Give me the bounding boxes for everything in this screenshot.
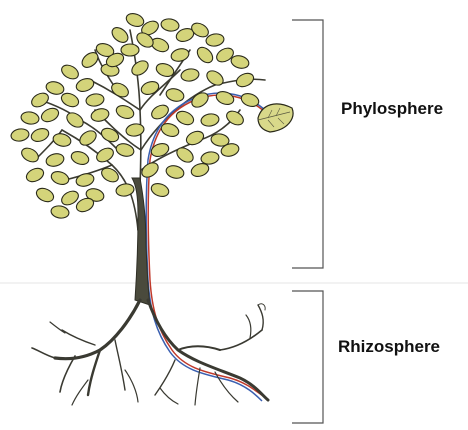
canopy-leaf [180,68,200,83]
canopy-leaf [29,90,51,109]
canopy-leaf [214,89,235,106]
canopy-leaf [165,87,185,103]
canopy-leaf [10,128,30,143]
canopy-leaf [204,68,226,88]
canopy-leaf [19,145,41,164]
canopy-leaf [39,106,60,124]
canopy-leaf [34,186,55,204]
rhizosphere-label: Rhizosphere [338,337,440,357]
canopy-leaf [230,54,250,70]
phylosphere-label: Phylosphere [341,99,443,119]
canopy-leaf [234,71,255,89]
vessel-red [148,95,270,398]
canopy-leaf [121,44,139,56]
canopy-leaf [29,126,50,143]
canopy-leaf [170,47,190,63]
canopy-leaf [75,172,95,188]
canopy-leaf [174,109,195,127]
canopy-leaf [160,18,180,33]
canopy-leaf [45,152,65,168]
canopy-leaf [85,93,105,108]
canopy-leaf [139,79,160,96]
canopy-leaf [139,160,161,180]
canopy-leaf [69,149,90,166]
canopy-leaf [159,121,180,138]
canopy-leaf [50,205,70,220]
canopy-leaf [149,141,170,158]
canopy-leaf [74,76,95,93]
canopy-leaf [59,91,80,109]
tree-trunk [132,178,150,305]
canopy-leaf [165,164,185,180]
canopy-leaf [79,50,101,71]
canopy-leaf [99,126,120,144]
canopy-leaf [194,44,215,65]
phylosphere-bracket [292,20,323,268]
canopy-leaf [174,145,196,165]
root-system [32,300,268,405]
canopy-leaf [200,113,220,128]
canopy-leaf [49,169,70,186]
canopy-leaf [125,123,145,138]
canopy-leaf [20,111,40,126]
canopy-leaf [64,110,86,130]
canopy-leaf [129,58,151,78]
canopy-leaf [94,145,116,164]
canopy-leaf [24,166,45,184]
canopy-leaf [189,90,211,110]
canopy-leaf [124,11,145,28]
canopy-leaf [149,181,170,198]
canopy-leaf [77,128,99,148]
canopy-leaf [59,62,81,81]
vessel-blue [146,93,270,401]
leaf-icon [258,104,293,132]
canopy-leaf [109,25,131,46]
rhizosphere-bracket [292,291,323,423]
canopy-leaf [90,107,110,123]
canopy-leaf [45,80,65,96]
